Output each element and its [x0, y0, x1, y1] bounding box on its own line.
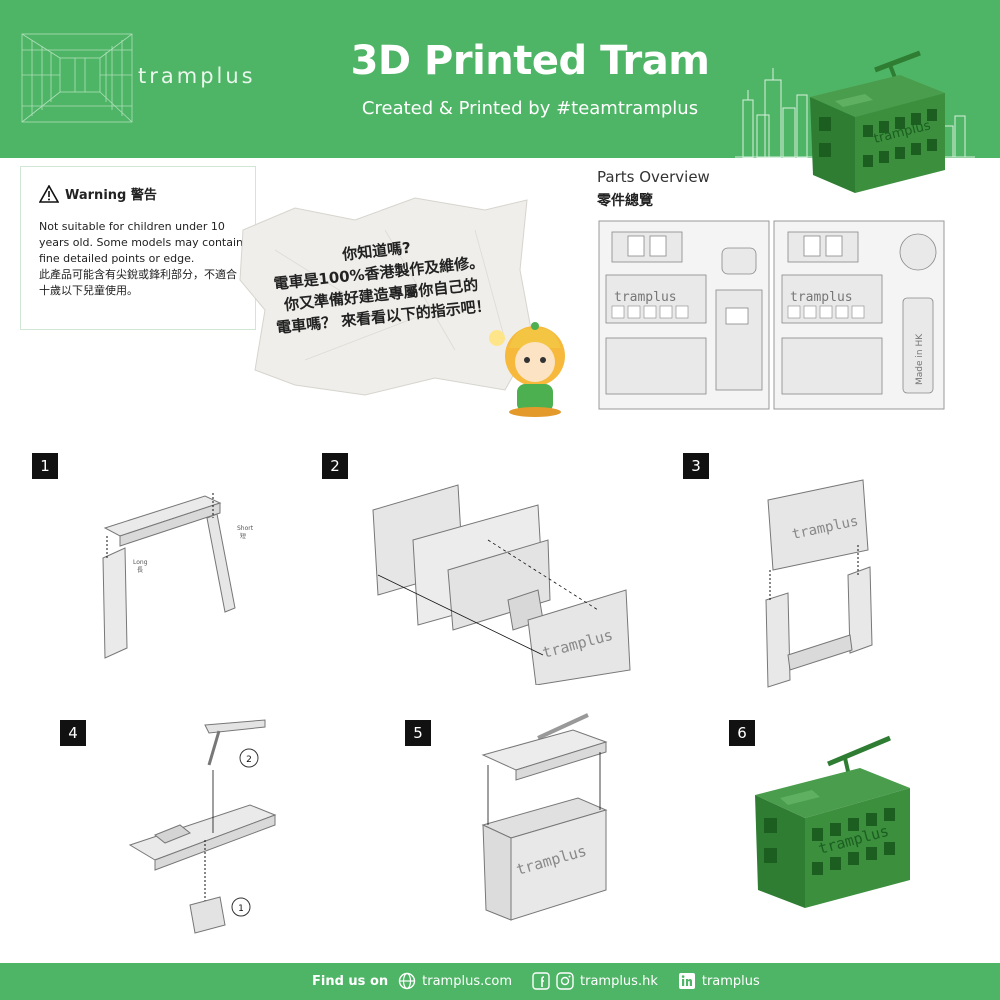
footer-links: Find us on tramplus.com tramplus.hk	[312, 972, 772, 990]
logo-text: tramplus	[138, 64, 256, 88]
linkedin-text: tramplus	[701, 973, 760, 989]
parts-overview-title-zh: 零件總覽	[597, 193, 653, 209]
step-1-diagram: Short 短 Long 長	[102, 493, 254, 659]
linkedin-link[interactable]: tramplus	[678, 972, 760, 990]
long-label: Long	[133, 559, 148, 566]
step-4-badge: 4	[60, 720, 86, 746]
footer-bar: Find us on tramplus.com tramplus.hk	[0, 963, 1000, 1000]
find-us-label: Find us on	[312, 973, 389, 989]
linkedin-icon	[678, 973, 695, 989]
step-2-diagram: tramplus	[372, 484, 631, 685]
made-in-hk-text: Made in HK	[915, 333, 925, 385]
step-3-diagram: tramplus	[765, 479, 873, 688]
step-1-badge: 1	[32, 453, 58, 479]
cat-mascot-illustration	[489, 322, 565, 417]
step-6-badge: 6	[729, 720, 755, 746]
warning-text-zh: 此產品可能含有尖銳或鋒利部分，不適合十歲以下兒童使用。	[39, 268, 237, 297]
step-6-diagram: tramplus	[755, 735, 910, 908]
page-subtitle: Created & Printed by #teamtramplus	[361, 98, 699, 119]
facebook-icon	[532, 972, 550, 990]
step-3-badge: 3	[683, 453, 709, 479]
website-link[interactable]: tramplus.com	[398, 972, 512, 990]
website-text: tramplus.com	[422, 973, 512, 989]
social-link[interactable]: tramplus.hk	[532, 972, 658, 990]
warning-body: Not suitable for children under 10 years…	[39, 219, 244, 299]
short-label: Short	[237, 525, 254, 532]
parts-overview-title: Parts Overview	[597, 168, 710, 186]
long-label-zh: 長	[137, 567, 143, 574]
step-4-marker-1: 1	[238, 904, 244, 914]
warning-box: Warning 警告 Not suitable for children und…	[20, 166, 256, 330]
parts-panel-text-2: tramplus	[790, 290, 853, 305]
step-5-diagram: tramplus	[481, 713, 608, 921]
warning-heading: Warning 警告	[39, 184, 157, 203]
globe-icon	[398, 972, 416, 990]
logo: tramplus	[20, 30, 255, 130]
warning-text-en: Not suitable for children under 10 years…	[39, 220, 243, 265]
social-text: tramplus.hk	[580, 973, 658, 989]
header-banner: tramplus 3D Printed Tram Created & Print…	[0, 0, 1000, 193]
step-4-marker-2: 2	[246, 755, 252, 765]
page-title: 3D Printed Tram	[350, 38, 710, 84]
warning-title: Warning 警告	[65, 188, 157, 203]
header-tram-illustration: tramplus	[810, 50, 945, 193]
grid-logo-graphic	[21, 33, 133, 123]
instagram-icon	[556, 972, 574, 990]
short-label-zh: 短	[240, 532, 246, 540]
step-4-diagram: 2 1	[128, 719, 277, 934]
parts-overview-diagram: tramplus tramplus Made in HK	[598, 220, 945, 410]
parts-panel-text-1: tramplus	[614, 290, 677, 305]
step-2-badge: 2	[322, 453, 348, 479]
step-5-badge: 5	[405, 720, 431, 746]
warning-triangle-icon	[39, 184, 59, 203]
